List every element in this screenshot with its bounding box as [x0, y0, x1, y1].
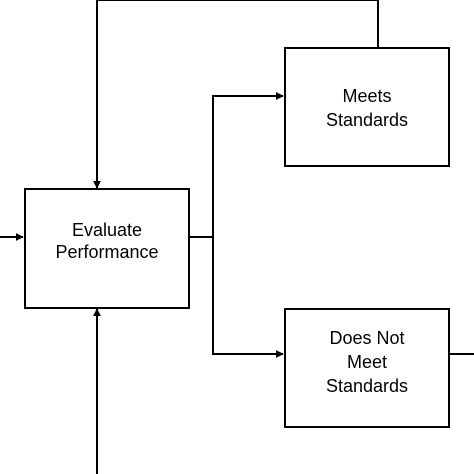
- node-evaluate-performance-label-line1: Evaluate: [72, 220, 142, 240]
- node-does-not-meet-standards: Does Not Meet Standards: [284, 308, 450, 428]
- node-does-not-meet-standards-label-line1: Does Not: [329, 328, 404, 348]
- node-evaluate-performance: Evaluate Performance: [24, 188, 190, 309]
- node-evaluate-performance-box: [24, 188, 190, 309]
- node-does-not-meet-standards-label-line3: Standards: [326, 376, 408, 396]
- node-does-not-meet-standards-label-line2: Meet: [347, 352, 387, 372]
- node-meets-standards: Meets Standards: [284, 47, 450, 167]
- feedback-connector-meets-to-evaluate: [93, 0, 379, 189]
- node-evaluate-performance-label-line2: Performance: [55, 242, 158, 262]
- node-meets-standards-box: [284, 47, 450, 167]
- node-meets-standards-label-line2: Standards: [326, 110, 408, 130]
- node-does-not-meet-standards-box: [284, 308, 450, 428]
- connector-evaluate-to-does-not-meet: [212, 237, 284, 358]
- connector-evaluate-to-meets: [189, 92, 284, 238]
- node-meets-standards-label-line1: Meets: [342, 86, 391, 106]
